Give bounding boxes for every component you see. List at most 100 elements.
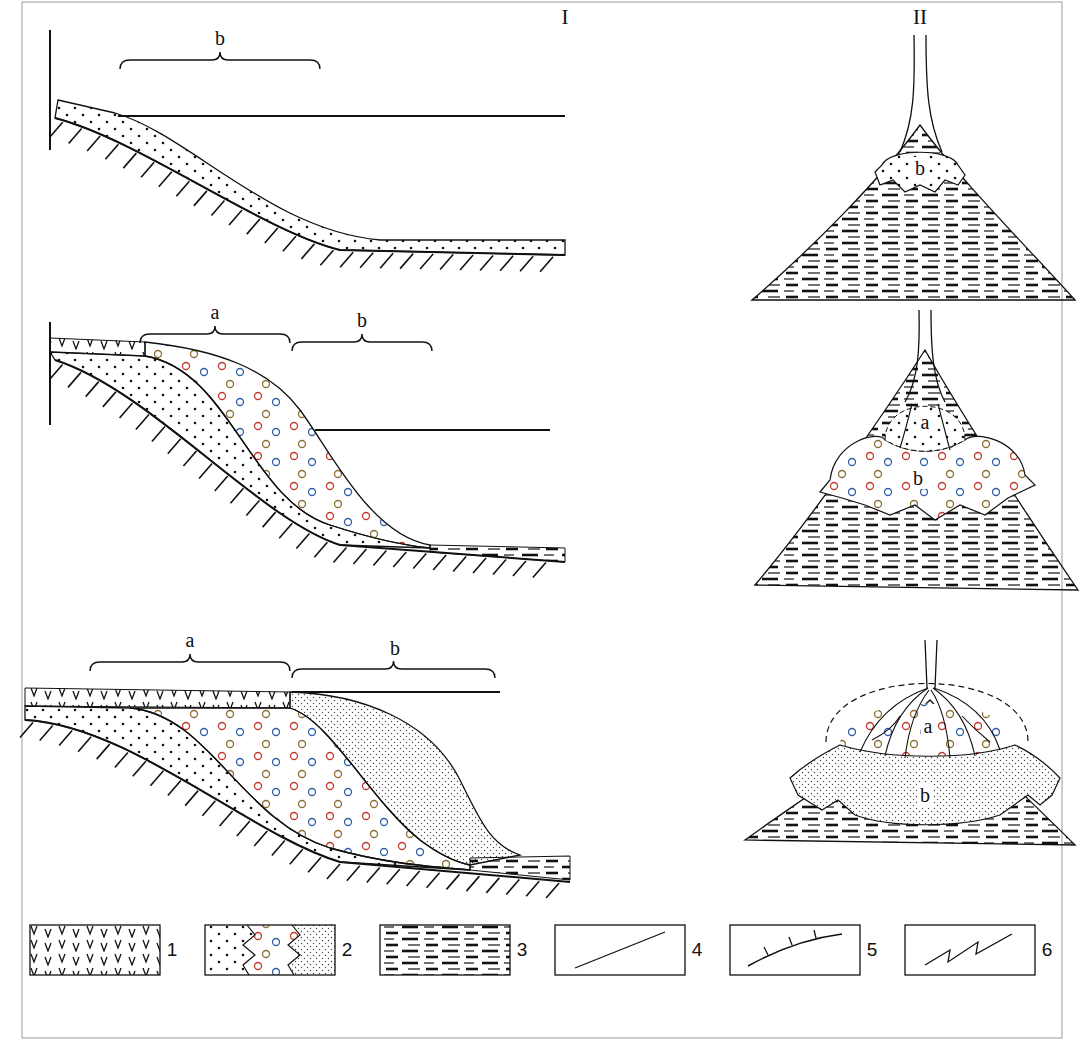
legend-samples xyxy=(30,925,1035,975)
zone-bracket xyxy=(292,661,495,678)
zone-letter: b xyxy=(917,784,933,806)
hatch-tick xyxy=(86,382,99,397)
zone-letter: a xyxy=(918,411,933,433)
hatch-tick xyxy=(340,252,353,267)
column-numeral: II xyxy=(910,6,930,29)
hatch-tick xyxy=(506,880,519,895)
section-stage-3 xyxy=(25,688,570,882)
hatch-tick xyxy=(486,878,499,893)
hatch-tick xyxy=(526,881,539,896)
hatch-tick xyxy=(279,523,292,538)
plan-stage-3 xyxy=(745,640,1075,845)
hatch-tick xyxy=(237,821,250,836)
hatch-tick xyxy=(246,500,259,515)
zone-letter: a xyxy=(183,629,198,651)
hatch-tick xyxy=(546,883,559,898)
hatch-tick xyxy=(513,561,526,576)
hatch-tick xyxy=(185,791,198,806)
hatch-tick xyxy=(272,840,285,855)
hatch-tick xyxy=(133,761,146,776)
hatch-tick xyxy=(283,236,296,251)
hatch-tick xyxy=(301,244,314,259)
zone-letter: a xyxy=(921,715,936,737)
plan-stage-2 xyxy=(755,310,1078,590)
hatch-tick xyxy=(152,426,165,441)
hatch-tick xyxy=(50,122,63,137)
hatch-tick xyxy=(533,563,546,578)
hatch-tick xyxy=(159,172,172,187)
hatch-tick xyxy=(446,874,459,889)
section-stage-1 xyxy=(50,30,565,255)
hatch-tick xyxy=(115,752,128,767)
hatch-tick xyxy=(460,255,473,270)
hatch-tick xyxy=(215,476,228,491)
plan-stage-1 xyxy=(752,35,1075,300)
hatch-tick xyxy=(473,558,486,573)
hatch-tick xyxy=(59,730,72,745)
zone-letter: b xyxy=(354,309,370,331)
hatch-tick xyxy=(453,557,466,572)
hatch-tick xyxy=(78,737,91,752)
hatch-tick xyxy=(320,250,333,265)
hatch-tick xyxy=(103,392,116,407)
zone-letter: b xyxy=(912,157,928,179)
hatch-tick xyxy=(466,876,479,891)
hatch-tick xyxy=(420,254,433,269)
hatch-tick xyxy=(400,254,413,269)
hatch-tick xyxy=(413,554,426,569)
brackets xyxy=(90,52,495,678)
hatch-tick xyxy=(40,726,53,741)
zone-bracket xyxy=(140,326,290,343)
hatch-tick xyxy=(265,228,278,243)
hatch-tick xyxy=(220,811,233,826)
hatch-tick xyxy=(493,560,506,575)
column-numeral: I xyxy=(559,6,572,29)
hatch-tick xyxy=(183,451,196,466)
hatch-tick xyxy=(120,403,133,418)
hatch-tick xyxy=(68,372,81,387)
hatch-tick xyxy=(176,181,189,196)
hatch-tick xyxy=(360,253,373,268)
hatch-tick xyxy=(247,219,260,234)
hatch-tick xyxy=(353,549,366,564)
zone-bracket xyxy=(292,334,432,351)
hatch-tick xyxy=(296,533,309,548)
legend-number: 5 xyxy=(864,940,881,961)
basement-hatch xyxy=(20,723,559,898)
zone-bracket xyxy=(90,654,290,671)
hatch-tick xyxy=(69,129,82,144)
hatch-tick xyxy=(20,723,33,738)
hatch-tick xyxy=(327,864,340,879)
hatch-tick xyxy=(387,869,400,884)
hatch-tick xyxy=(520,256,533,271)
hatch-tick xyxy=(263,512,276,527)
hatch-tick xyxy=(540,257,553,272)
hatch-tick xyxy=(380,253,393,268)
hatch-tick xyxy=(427,873,440,888)
hatch-tick xyxy=(168,781,181,796)
hatch-tick xyxy=(150,771,163,786)
hatch-tick xyxy=(367,867,380,882)
hatch-tick xyxy=(97,744,110,759)
hatch-tick xyxy=(211,200,224,215)
zone-letter: a xyxy=(208,301,223,323)
hatch-tick xyxy=(393,552,406,567)
hatch-tick xyxy=(194,191,207,206)
section-stage-2 xyxy=(50,322,565,562)
hatch-tick xyxy=(123,153,136,168)
zone-letter: b xyxy=(387,637,403,659)
hatch-tick xyxy=(199,464,212,479)
hatch-tick xyxy=(229,210,242,225)
hatch-tick xyxy=(50,365,63,380)
basement-hatch xyxy=(50,365,546,578)
hatch-tick xyxy=(230,488,243,503)
legend-number: 2 xyxy=(339,940,356,961)
hatch-tick xyxy=(373,551,386,566)
hatch-tick xyxy=(290,849,303,864)
legend-number: 6 xyxy=(1039,940,1056,961)
hatch-tick xyxy=(308,857,321,872)
hatch-tick xyxy=(136,414,149,429)
hatch-tick xyxy=(314,542,327,557)
hatch-tick xyxy=(500,256,513,271)
